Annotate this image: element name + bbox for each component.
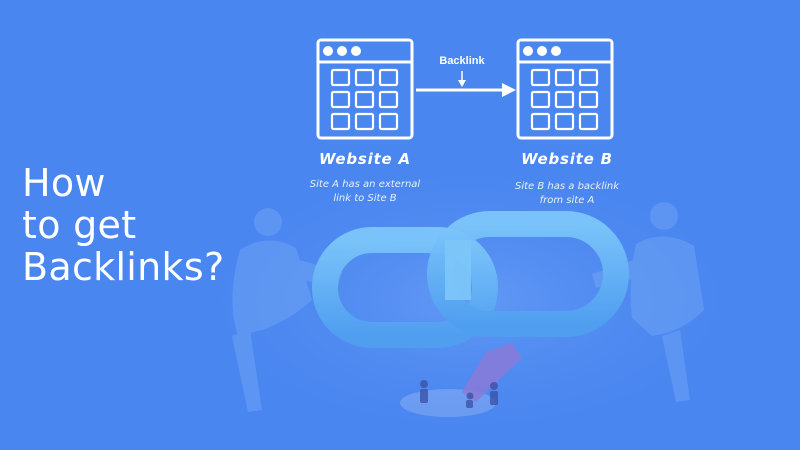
growth-arrow-icon [462, 343, 522, 402]
arrow-right-icon [502, 83, 516, 97]
site-b-title: Website B [521, 150, 613, 168]
headline-line-3: Backlinks? [22, 245, 225, 289]
site-b-description: Site B has a backlink from site A [482, 180, 652, 208]
site-a-desc-line-1: Site A has an external [309, 179, 421, 190]
browser-window-icon [516, 38, 614, 140]
site-a-desc-line-2: link to Site B [333, 193, 397, 204]
headline-line-2: to get [22, 203, 137, 247]
headline: How to get Backlinks? [22, 162, 282, 288]
small-people [420, 380, 498, 408]
right-figure [592, 202, 704, 402]
headline-line-1: How [22, 161, 106, 205]
chain-link-left [312, 227, 498, 348]
site-b-desc-line-1: Site B has a backlink [514, 181, 620, 192]
browser-window-icon [316, 38, 414, 140]
site-b-desc-line-2: from site A [539, 195, 595, 206]
chain-link-right [427, 211, 629, 337]
site-a-description: Site A has an external link to Site B [280, 178, 450, 206]
site-a-title: Website A [319, 150, 411, 168]
backlink-label: Backlink [439, 55, 485, 67]
arrow-down-icon [458, 80, 466, 87]
